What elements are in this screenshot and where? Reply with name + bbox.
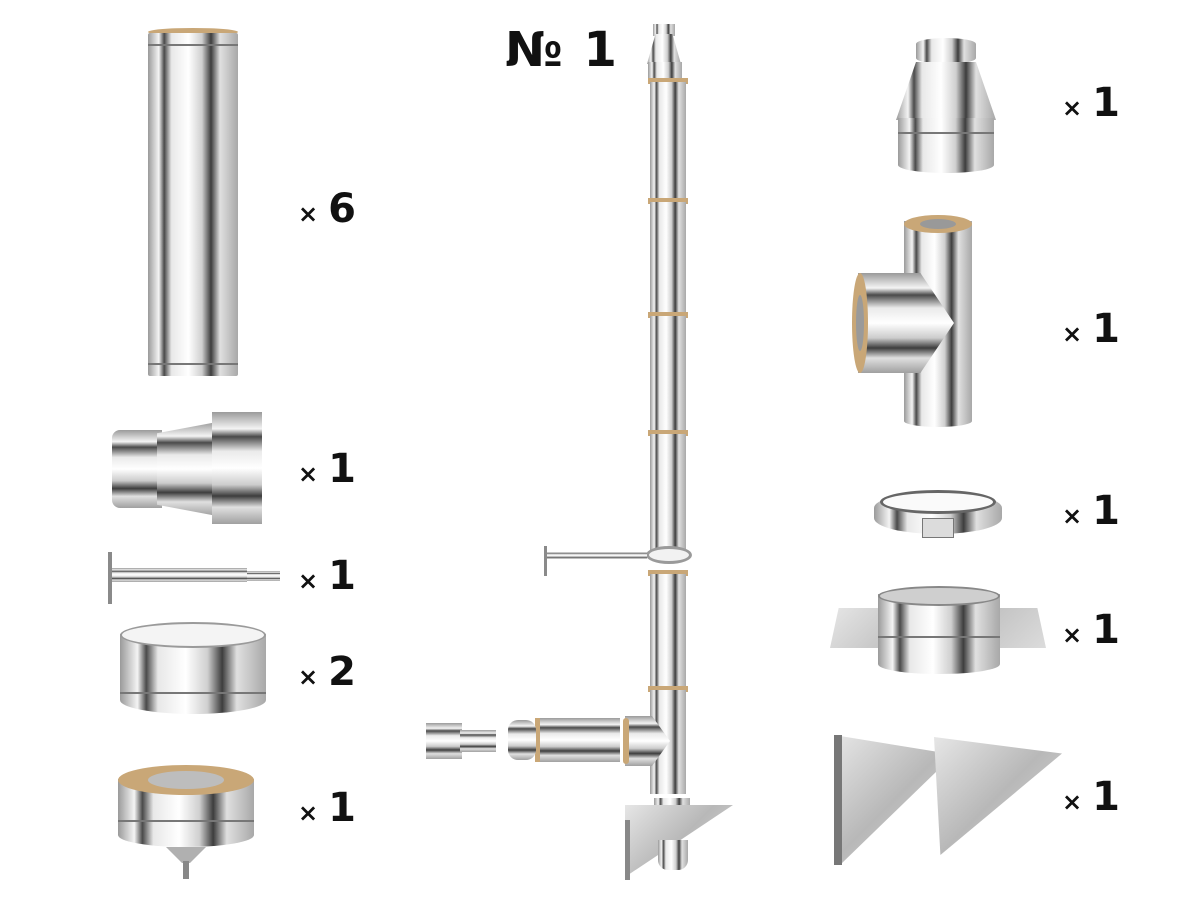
quantity-label-collar-ring: × 2	[298, 649, 356, 695]
quantity-label-support-console: × 1	[1062, 774, 1120, 820]
straight-pipe-image	[148, 28, 238, 376]
quantity-label-condensate-plug: × 1	[298, 785, 356, 831]
quantity-label-cone-cap: × 1	[1062, 80, 1120, 126]
reducer-adapter-image	[112, 412, 262, 524]
quantity-label-reducer-adapter: × 1	[298, 446, 356, 492]
tee-90-image	[852, 215, 977, 430]
collar-ring-image	[120, 622, 266, 718]
quantity-label-pass-through: × 1	[1062, 607, 1120, 653]
kit-title: № 1	[505, 22, 619, 78]
assembled-chimney-diagram	[420, 20, 740, 880]
quantity-label-clamp: × 1	[1062, 488, 1120, 534]
condensate-plug-image	[118, 765, 254, 880]
quantity-label-straight-pipe: × 6	[298, 186, 356, 232]
pipe-clamp-image	[874, 484, 1002, 540]
quantity-label-wall-rod-bracket: × 1	[298, 553, 356, 599]
quantity-label-tee: × 1	[1062, 306, 1120, 352]
wall-rod-bracket-image	[108, 552, 280, 604]
pass-through-image	[830, 586, 1046, 676]
cone-cap-image	[896, 38, 996, 173]
support-console-image	[834, 735, 1064, 865]
